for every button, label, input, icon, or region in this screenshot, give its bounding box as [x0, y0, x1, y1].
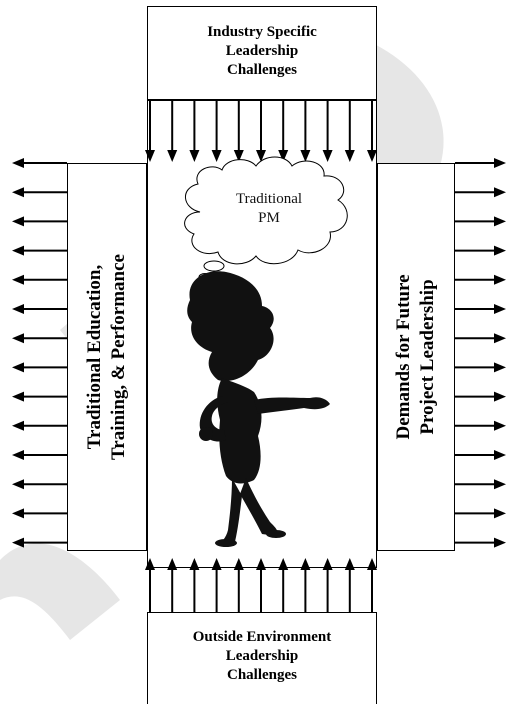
right-box — [377, 163, 455, 551]
arrow-down-head — [344, 150, 355, 162]
arrow-up-head — [278, 558, 289, 570]
arrow-right-head — [494, 274, 506, 285]
arrow-left-head — [12, 216, 24, 227]
arrow-down-head — [145, 150, 155, 162]
arrow-up-head — [322, 558, 333, 570]
arrow-up-head — [256, 558, 266, 570]
arrow-down-head — [278, 150, 289, 162]
arrow-left-head — [12, 274, 24, 285]
arrow-up-head — [167, 558, 178, 570]
arrow-left-head — [12, 304, 24, 314]
arrow-right-head — [494, 420, 506, 431]
arrow-down-head — [322, 150, 333, 162]
arrow-down-head — [233, 150, 244, 162]
arrow-down-head — [300, 150, 311, 162]
arrow-down-head — [211, 150, 222, 162]
top-box-line-1: Industry Specific — [207, 24, 317, 40]
arrow-down-head — [189, 150, 200, 162]
arrow-right-head — [494, 508, 506, 519]
arrow-left-head — [12, 479, 24, 490]
arrow-up-head — [233, 558, 244, 570]
arrow-left-head — [12, 450, 24, 460]
arrow-right-head — [494, 216, 506, 227]
thought-bubble-line-2: PM — [258, 210, 280, 226]
arrow-left-head — [12, 391, 24, 402]
top-box-line-3: Challenges — [226, 62, 297, 78]
arrow-up-head — [367, 558, 377, 570]
arrow-right-head — [494, 391, 506, 402]
arrow-up-head — [300, 558, 311, 570]
arrow-left-head — [12, 362, 24, 373]
arrow-right-head — [494, 245, 506, 256]
bottom-box-line-3: Challenges — [226, 667, 297, 683]
top-box-line-2: Leadership — [225, 43, 299, 59]
arrow-right-head — [494, 158, 506, 168]
arrow-right-head — [494, 187, 506, 198]
arrow-right-head — [494, 333, 506, 344]
left-box — [67, 163, 147, 551]
arrow-right-head — [494, 362, 506, 373]
thought-bubble-text: Traditional PM — [211, 190, 327, 228]
top-box-label: Industry Specific Leadership Challenges — [147, 23, 377, 80]
arrow-right-head — [494, 450, 506, 460]
arrow-down-head — [167, 150, 178, 162]
thought-bubble-line-1: Traditional — [235, 191, 303, 207]
arrow-left-head — [12, 187, 24, 198]
arrow-right-head — [494, 479, 506, 490]
top-box — [147, 6, 377, 100]
bottom-box-line-2: Leadership — [225, 648, 299, 664]
bottom-box — [147, 612, 377, 704]
arrow-right-head — [494, 304, 506, 314]
arrow-up-head — [189, 558, 200, 570]
arrow-left-head — [12, 508, 24, 519]
arrow-down-head — [256, 150, 266, 162]
arrow-left-head — [12, 158, 24, 168]
arrow-up-head — [344, 558, 355, 570]
arrow-up-head — [211, 558, 222, 570]
arrow-left-head — [12, 333, 24, 344]
arrow-left-head — [12, 245, 24, 256]
bottom-box-line-1: Outside Environment — [192, 629, 332, 645]
bottom-box-label: Outside Environment Leadership Challenge… — [147, 628, 377, 685]
arrow-right-head — [494, 537, 506, 548]
arrow-left-head — [12, 420, 24, 431]
arrow-down-head — [367, 150, 377, 162]
arrow-left-head — [12, 537, 24, 548]
arrow-up-head — [145, 558, 155, 570]
